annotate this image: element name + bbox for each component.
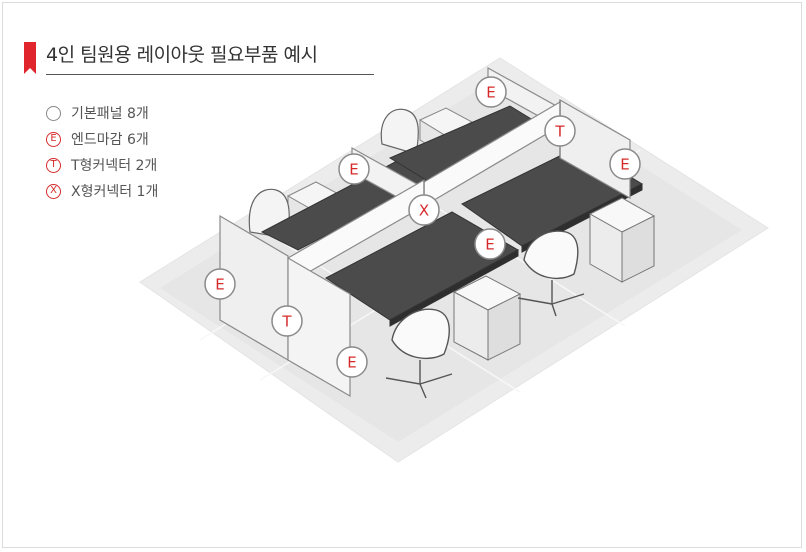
x-connector-marker-icon: X <box>46 183 61 199</box>
legend-item-x-connector: X X형커넥터 1개 <box>46 178 158 204</box>
marker-label: E <box>349 161 358 179</box>
legend-label: T형커넥터 2개 <box>71 158 158 174</box>
marker-label: E <box>486 84 495 102</box>
partition-panels <box>219 66 631 398</box>
marker-label: E <box>485 236 494 254</box>
component-markers: E T E E X E E T <box>204 76 641 378</box>
marker-label: E <box>620 156 629 174</box>
end-cap-marker: E <box>336 346 368 378</box>
marker-label: X <box>419 202 429 220</box>
end-cap-marker-icon: E <box>46 131 61 147</box>
legend-label: 기본패널 8개 <box>71 106 149 122</box>
legend-item-end-cap: E 엔드마감 6개 <box>46 126 158 152</box>
legend: 기본패널 8개 E 엔드마감 6개 T T형커넥터 2개 X X형커넥터 1개 <box>46 100 158 204</box>
legend-item-basic-panel: 기본패널 8개 <box>46 100 158 126</box>
t-connector-marker: T <box>544 115 576 147</box>
title-bookmark-icon <box>24 42 36 74</box>
t-connector-marker-icon: T <box>46 157 61 173</box>
end-cap-marker: E <box>475 76 507 108</box>
end-cap-marker: E <box>474 228 506 260</box>
marker-label: E <box>347 354 356 372</box>
back-chairs <box>248 108 419 239</box>
marker-label: T <box>554 123 565 141</box>
marker-label: T <box>281 313 292 331</box>
legend-item-t-connector: T T형커넥터 2개 <box>46 152 158 178</box>
front-pedestals <box>452 197 656 361</box>
circle-icon <box>46 105 61 121</box>
legend-label: X형커넥터 1개 <box>71 184 159 200</box>
end-cap-marker: E <box>204 268 236 300</box>
page-title: 4인 팀원용 레이아웃 필요부품 예시 <box>46 44 318 66</box>
front-chairs <box>385 230 585 399</box>
title-underline <box>46 74 374 75</box>
marker-label: E <box>215 276 224 294</box>
end-cap-marker: E <box>609 148 641 180</box>
end-cap-marker: E <box>338 153 370 185</box>
t-connector-marker: T <box>271 305 303 337</box>
legend-label: 엔드마감 6개 <box>71 132 149 148</box>
x-connector-marker: X <box>408 194 440 226</box>
